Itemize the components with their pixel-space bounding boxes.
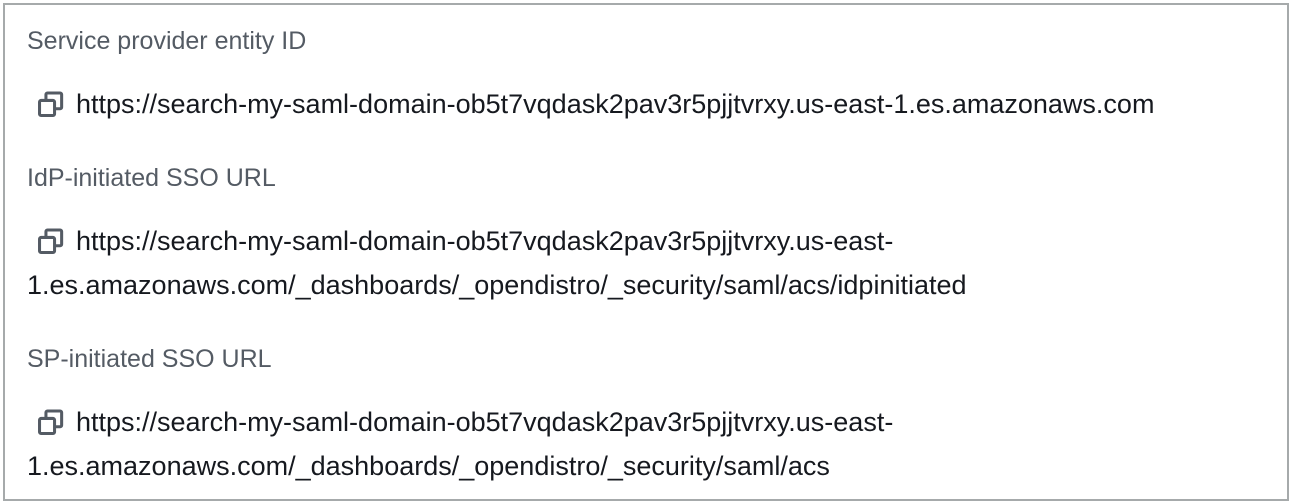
field-sp-initiated-sso-url: SP-initiated SSO URL https://search-my-s… xyxy=(27,343,1265,488)
copy-icon[interactable] xyxy=(37,409,64,436)
sp-initiated-sso-url-label: SP-initiated SSO URL xyxy=(27,345,272,373)
idp-initiated-sso-url-value-row: https://search-my-saml-domain-ob5t7vqdas… xyxy=(27,219,1265,307)
service-provider-entity-id-value: https://search-my-saml-domain-ob5t7vqdas… xyxy=(76,89,1155,119)
copy-icon[interactable] xyxy=(37,228,64,255)
service-provider-entity-id-label: Service provider entity ID xyxy=(27,27,307,55)
sp-initiated-sso-url-value: https://search-my-saml-domain-ob5t7vqdas… xyxy=(27,407,894,481)
sp-initiated-sso-url-value-row: https://search-my-saml-domain-ob5t7vqdas… xyxy=(27,400,1265,488)
saml-urls-panel: Service provider entity ID https://searc… xyxy=(3,3,1289,501)
idp-initiated-sso-url-label: IdP-initiated SSO URL xyxy=(27,164,276,192)
copy-icon[interactable] xyxy=(37,91,64,118)
field-idp-initiated-sso-url: IdP-initiated SSO URL https://search-my-… xyxy=(27,162,1265,307)
idp-initiated-sso-url-value: https://search-my-saml-domain-ob5t7vqdas… xyxy=(27,226,967,300)
field-service-provider-entity-id: Service provider entity ID https://searc… xyxy=(27,25,1265,126)
service-provider-entity-id-value-row: https://search-my-saml-domain-ob5t7vqdas… xyxy=(27,82,1265,126)
